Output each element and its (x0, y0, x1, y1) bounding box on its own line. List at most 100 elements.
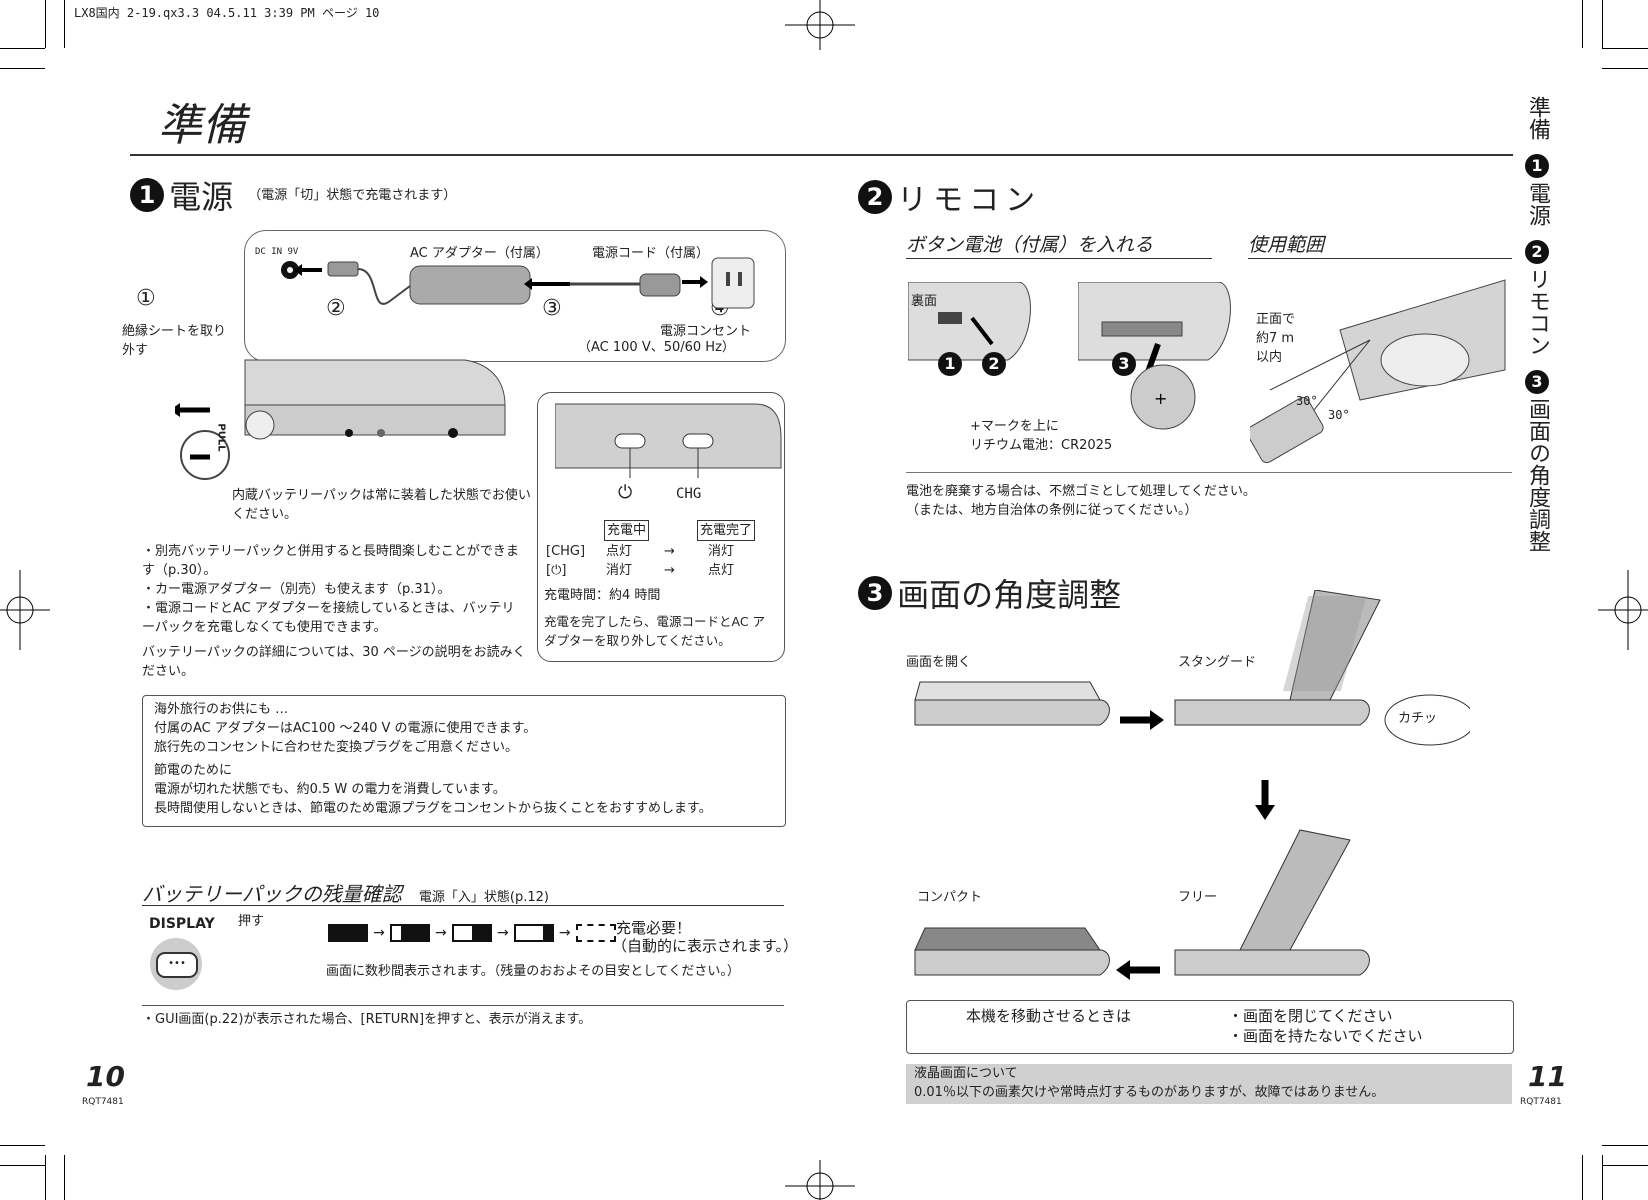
side-tab-item-power: 電源 (1525, 182, 1550, 226)
left-page-number: 10 (86, 1060, 125, 1093)
section-remote-heading: 2 リモコン (858, 175, 1041, 219)
battery-level-icon (328, 923, 368, 942)
battery-check-condition: 電源「入」状態(p.12) (418, 890, 549, 905)
travel-info-text: 海外旅行のお供にも … 付属のAC アダプターはAC100 ～240 V の電源… (154, 700, 778, 818)
move-warning-box (906, 1000, 1514, 1054)
lcd-note-text: 0.01％以下の画素欠けや常時点灯するものがありますが、故障ではありません。 (914, 1085, 1385, 1100)
display-button[interactable]: ••• (156, 952, 198, 978)
press-label: 押す (238, 914, 265, 929)
disposal-line: （または、地方自治体の条例に従ってください。） (906, 503, 1198, 518)
battery-note: 内蔵バッテリーパックは常に装着した状態でお使いください。 (232, 488, 531, 522)
screen-angle-illustration (914, 590, 1470, 980)
battery-level-icon (389, 923, 430, 942)
after-charge-note: 充電を完了したら、電源コードとAC アダプターを取り外してください。 (544, 614, 766, 648)
lcd-note-box (906, 1064, 1512, 1104)
disposal-rule (906, 472, 1512, 473)
bullet-item: ・別売バッテリーパックと併用すると長時間楽しむことができます（p.30）。 (142, 544, 519, 578)
back-label: 裏面 (911, 294, 938, 309)
compact-label: コンパクト (917, 890, 983, 905)
move-items: ・画面を閉じてください ・画面を持たないでください (1228, 1006, 1423, 1046)
open-label: 画面を開く (906, 655, 972, 670)
section-title: 電源 (169, 178, 234, 216)
crop-mark (1602, 1165, 1648, 1166)
battery-type: リチウム電池：CR2025 (970, 438, 1113, 453)
display-label: DISPLAY (149, 916, 215, 932)
page-title: 準備 (158, 100, 246, 151)
charge-needed: 充電必要！ (616, 919, 692, 937)
disposal-line: 電池を廃棄する場合は、不燃ゴミとして処理してください。 (906, 484, 1256, 499)
crop-mark (64, 1155, 65, 1200)
row-power-complete: 点灯 (708, 563, 735, 578)
crop-mark (1602, 1155, 1603, 1200)
crop-mark (0, 1145, 45, 1146)
side-tab-num-1: 1 (1525, 154, 1549, 178)
gui-note: ・GUI画面(p.22)が表示された場合、[RETURN]を押すと、表示が消えま… (142, 1012, 592, 1027)
plus-mark-note: +マークを上に (970, 419, 1059, 434)
remote-range-illustration (1250, 279, 1506, 464)
lcd-note-title: 液晶画面について (914, 1066, 1018, 1081)
side-tab-title: 準備 (1525, 96, 1550, 140)
row-chg-arrow: → (664, 544, 675, 559)
outlet-label: 電源コンセント (660, 324, 752, 339)
angle-label: 30° (1296, 394, 1318, 408)
battery-holder-illustration: + (1078, 282, 1231, 430)
bullet-item: ・カー電源アダプター（別売）も使えます（p.31）。 (142, 582, 451, 597)
battery-check-heading: バッテリーパックの残量確認 電源「入」状態(p.12) (142, 878, 549, 907)
range-heading: 使用範囲 (1248, 234, 1325, 256)
section-screen-heading: 3 画面の角度調整 (858, 570, 1121, 616)
side-tab-num-3: 3 (1525, 370, 1549, 394)
travel-line: 海外旅行のお供にも … (154, 702, 289, 717)
range-rule (1248, 258, 1512, 259)
travel-info-box (142, 695, 786, 827)
battery-level-icon (451, 923, 492, 942)
col-complete: 充電完了 (697, 520, 756, 541)
power-symbol-icon: ⏻ (618, 482, 633, 503)
row-chg-complete: 消灯 (708, 544, 735, 559)
step-1: ① (136, 286, 156, 311)
crop-mark (1582, 0, 1583, 48)
bullet-item: ・電源コードとAC アダプターを接続しているときは、バッテリーパックを充電しなく… (142, 601, 515, 635)
step-num: 2 (982, 352, 1006, 376)
device-side-illustration (175, 359, 506, 480)
right-page-code: RQT7481 (1520, 1097, 1562, 1107)
side-tab-item-remote: リモコン (1525, 268, 1550, 356)
disposal-note: 電池を廃棄する場合は、不燃ゴミとして処理してください。 （または、地方自治体の条… (906, 482, 1256, 520)
row-chg-charging: 点灯 (606, 544, 633, 559)
row-chg-label: [CHG] (546, 544, 586, 559)
range-note: 正面で約7 m以内 (1256, 312, 1296, 365)
registration-mark (785, 1160, 855, 1200)
side-tab-item-screen: 画面の角度調整 (1525, 398, 1550, 552)
dc-in-label: DC IN 9V (255, 247, 299, 257)
section-subtitle: （電源「切」状態で充電されます） (248, 187, 457, 203)
side-tab: 準備 1 電源 2 リモコン 3 画面の角度調整 (1520, 96, 1554, 556)
travel-line: 長時間使用しないときは、節電のため電源プラグをコンセントから抜くことをおすすめし… (154, 801, 712, 816)
power-cord-label: 電源コード（付属） (592, 246, 710, 261)
charge-time: 充電時間：約4 時間 (544, 588, 661, 603)
move-title: 本機を移動させるときは (966, 1007, 1132, 1025)
battery-insert-heading: ボタン電池（付属）を入れる (906, 234, 1154, 256)
insulation-note: 絶縁シートを取り外す (122, 324, 227, 358)
section-number: 1 (130, 178, 164, 212)
auto-display-note: （自動的に表示されます。） (612, 937, 799, 955)
side-tab-num-2: 2 (1525, 240, 1549, 264)
ac-adapter-label: AC アダプター（付属） (410, 246, 549, 261)
angle-label: 30° (1328, 408, 1350, 422)
col-charging: 充電中 (604, 520, 650, 541)
registration-mark (0, 570, 50, 650)
move-item: ・画面を閉じてください (1228, 1007, 1393, 1025)
row-power-arrow: → (664, 563, 675, 578)
detail-note: バッテリーパックの詳細については、30 ページの説明をお読みください。 (142, 645, 526, 679)
right-page-number: 11 (1528, 1060, 1567, 1093)
travel-line: 付属のAC アダプターはAC100 ～240 V の電源に使用できます。 (154, 721, 537, 736)
crop-mark (45, 0, 46, 48)
battery-check-title: バッテリーパックの残量確認 (142, 882, 402, 906)
battery-empty-icon (575, 923, 616, 942)
crop-mark (1602, 0, 1603, 48)
step-num: 1 (938, 352, 962, 376)
section-title: リモコン (897, 183, 1042, 218)
seconds-note: 画面に数秒間表示されます。（残量のおおよその目安としてください。） (326, 964, 740, 979)
adapter-illustration (281, 257, 755, 309)
row-power-charging: 消灯 (606, 563, 633, 578)
crop-mark (1582, 1155, 1583, 1200)
battery-check-rule (142, 905, 784, 906)
